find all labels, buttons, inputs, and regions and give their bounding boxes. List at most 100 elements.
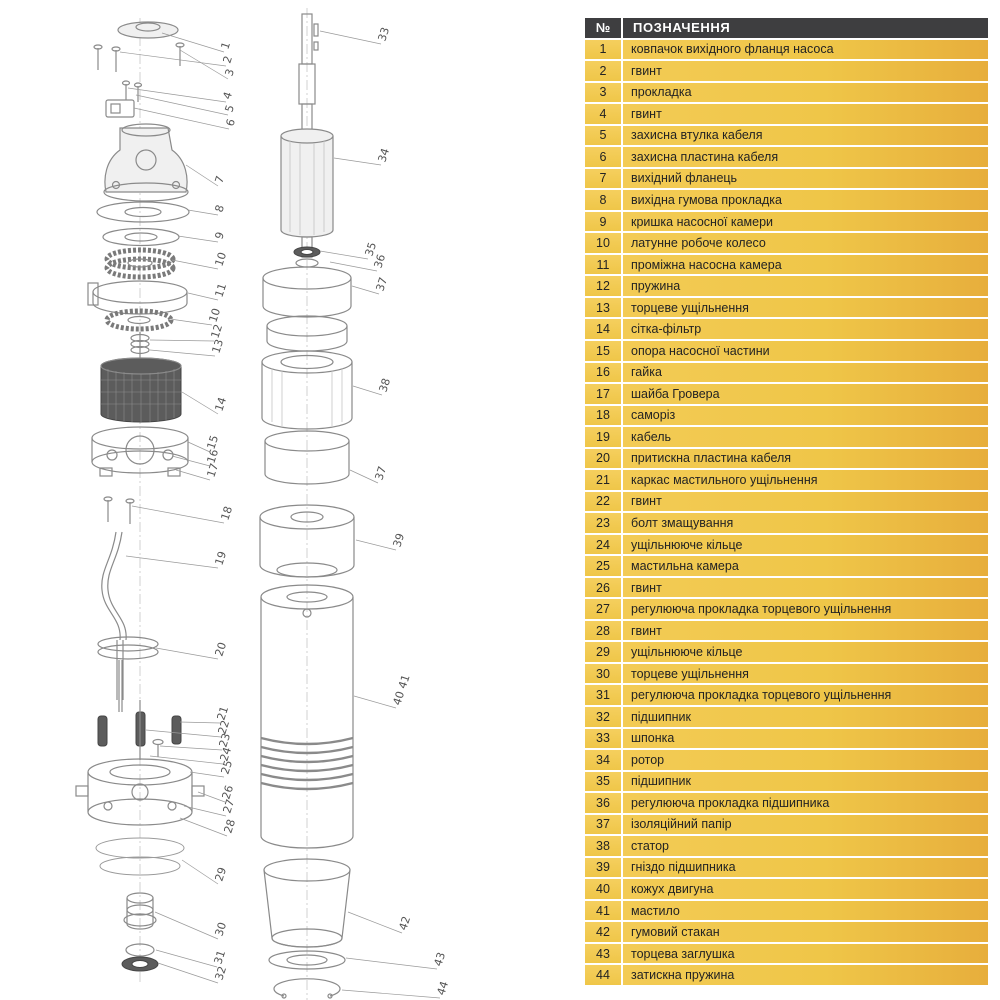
pump-exploded-view-svg: 1234567891011101213141516171819202122232… xyxy=(75,8,451,1000)
part-name: вихідний фланець xyxy=(623,168,988,189)
callout-17: 17 xyxy=(204,462,221,479)
callout-18: 18 xyxy=(218,505,235,522)
part-name: болт змащування xyxy=(623,513,988,533)
callout-leader-line xyxy=(347,911,403,934)
part-number: 15 xyxy=(585,340,621,361)
part-number: 23 xyxy=(585,513,621,533)
callout-33: 33 xyxy=(375,26,392,43)
part-number: 25 xyxy=(585,556,621,576)
callout-leader-line xyxy=(179,721,221,724)
part-name: сітка-фільтр xyxy=(623,319,988,339)
part-name: вихідна гумова прокладка xyxy=(623,190,988,210)
part-name: підшипник xyxy=(623,707,988,727)
callout-36: 36 xyxy=(371,253,388,270)
callout-38: 38 xyxy=(376,377,393,394)
part-name: опора насосної частини xyxy=(623,340,988,361)
callout-19: 19 xyxy=(212,550,229,567)
outlet-flange xyxy=(103,123,189,202)
part-name: ротор xyxy=(623,750,988,770)
callout-43: 43 xyxy=(431,951,448,968)
part-number: 32 xyxy=(585,707,621,727)
part-number: 9 xyxy=(585,211,621,232)
callout-1: 1 xyxy=(218,40,233,51)
part-name: мастило xyxy=(623,900,988,921)
part-number: 19 xyxy=(585,427,621,447)
callout-leader-line xyxy=(127,87,227,103)
callout-leader-line xyxy=(319,250,369,260)
callout-leader-line xyxy=(187,292,219,301)
callout-30: 30 xyxy=(212,921,229,938)
callout-leader-line xyxy=(154,911,219,940)
pump-chamber xyxy=(87,280,188,315)
callout-31: 31 xyxy=(211,949,228,966)
filter-mesh xyxy=(100,357,182,423)
part-number: 3 xyxy=(585,82,621,103)
callout-5: 5 xyxy=(222,103,237,114)
part-name: торцева заглушка xyxy=(623,943,988,964)
callout-leader-line xyxy=(133,107,230,130)
part-name: гніздо підшипника xyxy=(623,857,988,878)
cable-pressure-plate xyxy=(97,636,159,712)
callout-10: 10 xyxy=(212,251,229,268)
callout-25: 25 xyxy=(218,759,235,776)
callout-leader-line xyxy=(181,391,219,415)
part-name: гайка xyxy=(623,362,988,383)
callout-16: 16 xyxy=(204,448,221,465)
callout-42: 42 xyxy=(396,915,413,932)
part-number: 29 xyxy=(585,642,621,662)
part-number: 10 xyxy=(585,233,621,253)
part-name: ковпачок вихідного фланця насоса xyxy=(623,39,988,60)
callout-leader-line xyxy=(183,805,227,817)
part-name: захисна втулка кабеля xyxy=(623,125,988,146)
part-number: 14 xyxy=(585,319,621,339)
part-number: 27 xyxy=(585,599,621,619)
screws-top xyxy=(93,42,185,72)
part-name: захисна пластина кабеля xyxy=(623,147,988,167)
callout-11: 11 xyxy=(212,282,229,299)
callout-leader-line xyxy=(159,745,223,751)
part-name: гвинт xyxy=(623,491,988,512)
part-number: 20 xyxy=(585,448,621,469)
callout-leader-line xyxy=(181,859,219,885)
table-header: № ПОЗНАЧЕННЯ xyxy=(585,18,988,38)
part-name: саморіз xyxy=(623,405,988,426)
callout-10: 10 xyxy=(206,307,223,324)
callout-leader-line xyxy=(179,817,228,837)
callout-3: 3 xyxy=(222,67,237,78)
callout-28: 28 xyxy=(221,818,238,835)
callout-leader-line xyxy=(155,949,218,968)
stator-ring-top xyxy=(262,266,352,318)
part-name: торцеве ущільнення xyxy=(623,297,988,318)
part-name: гумовий стакан xyxy=(623,922,988,942)
motor-housing xyxy=(260,584,354,849)
part-name: кожух двигуна xyxy=(623,879,988,899)
part-name: ущільнююче кільце xyxy=(623,534,988,555)
callout-leader-line xyxy=(349,469,379,484)
callout-leader-line xyxy=(355,539,397,551)
col-header-number: № xyxy=(585,18,621,38)
part-number: 12 xyxy=(585,276,621,296)
part-number: 34 xyxy=(585,750,621,770)
rotor-shaft xyxy=(298,13,319,131)
callout-leader-line xyxy=(345,957,438,970)
callout-leader-line xyxy=(353,695,397,709)
